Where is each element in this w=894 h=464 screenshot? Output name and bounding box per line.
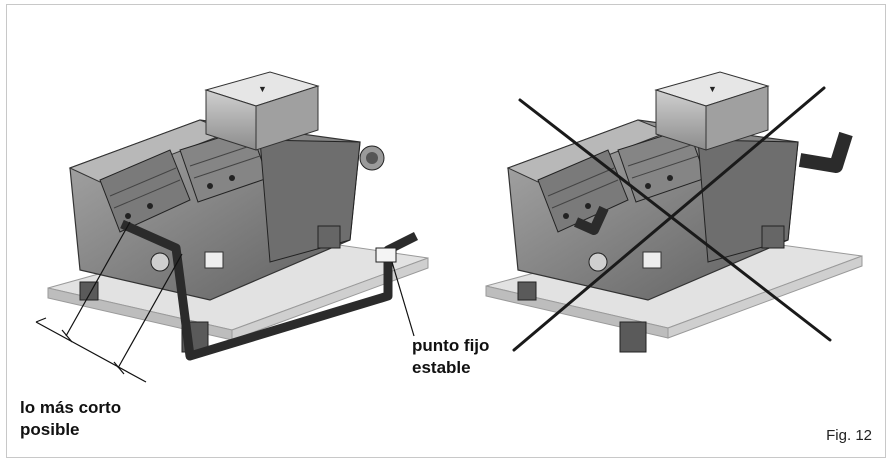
unsupported-pipe-stub-left <box>573 205 609 235</box>
compressor-left-panel: ▼ <box>35 71 429 383</box>
unsupported-pipe-stub-right <box>798 131 853 173</box>
callout-shortest-possible: lo más corto posible <box>20 397 121 441</box>
callout-shortest-line-2: posible <box>20 420 80 439</box>
pipe-clamp <box>375 247 397 263</box>
compressor-body-right: ▼ <box>506 71 799 353</box>
fixed-point-leader <box>391 261 415 337</box>
compressor-body-left: ▼ <box>68 71 385 353</box>
svg-text:▼: ▼ <box>258 84 267 94</box>
incorrect-cross-mark <box>512 86 832 352</box>
figure-label: Fig. 12 <box>826 427 872 444</box>
svg-text:▼: ▼ <box>708 84 717 94</box>
callout-fixed-line-2: estable <box>412 358 471 377</box>
dimension-marker <box>35 221 183 383</box>
callout-fixed-line-1: punto fijo <box>412 336 490 355</box>
callout-shortest-line-1: lo más corto <box>20 398 122 417</box>
callout-fixed-point: punto fijo estable <box>412 335 489 379</box>
compressor-right-panel: ▼ <box>485 71 863 353</box>
